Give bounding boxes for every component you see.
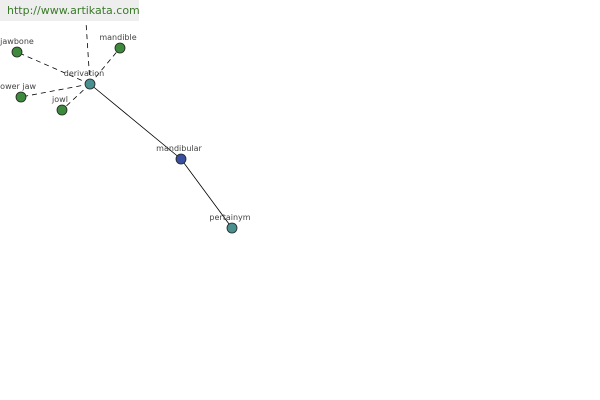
node-pertainym-label: pertainym bbox=[209, 213, 250, 222]
node-mandible-dot[interactable] bbox=[114, 42, 126, 54]
node-lower-jaw[interactable]: lower jaw bbox=[0, 82, 36, 103]
graph-edges bbox=[16, 21, 233, 229]
edge-derivation-offscreen bbox=[85, 21, 91, 85]
node-mandibular-label: mandibular bbox=[156, 144, 202, 153]
edge-derivation-jowl bbox=[61, 83, 91, 111]
node-mandible[interactable]: mandible bbox=[99, 33, 137, 54]
edge-derivation-lower-jaw bbox=[20, 83, 91, 98]
node-jowl-label: jowl bbox=[51, 95, 68, 104]
node-mandible-label: mandible bbox=[99, 33, 136, 42]
node-mandibular-dot[interactable] bbox=[175, 153, 187, 165]
node-derivation[interactable]: derivation bbox=[64, 69, 104, 90]
edge-mandibular-pertainym bbox=[180, 158, 233, 229]
edge-derivation-jawbone bbox=[16, 51, 91, 85]
node-jawbone-dot[interactable] bbox=[11, 46, 23, 58]
node-pertainym-dot[interactable] bbox=[226, 222, 238, 234]
node-jowl[interactable]: jowl bbox=[51, 95, 68, 116]
edge-mandibular-derivation bbox=[89, 83, 182, 160]
node-jowl-dot[interactable] bbox=[56, 104, 68, 116]
url-banner[interactable]: http://www.artikata.com bbox=[0, 0, 140, 21]
graph-nodes: mandibular derivation pertainym jawbone … bbox=[0, 33, 251, 234]
node-jawbone-label: jawbone bbox=[0, 37, 34, 46]
node-derivation-dot[interactable] bbox=[84, 78, 96, 90]
edge-derivation-mandible bbox=[89, 47, 121, 85]
node-derivation-label: derivation bbox=[64, 69, 104, 78]
node-mandibular[interactable]: mandibular bbox=[156, 144, 203, 165]
node-lower-jaw-dot[interactable] bbox=[15, 91, 27, 103]
node-lower-jaw-label: lower jaw bbox=[0, 82, 36, 91]
node-pertainym[interactable]: pertainym bbox=[209, 213, 251, 234]
node-jawbone[interactable]: jawbone bbox=[0, 37, 34, 58]
